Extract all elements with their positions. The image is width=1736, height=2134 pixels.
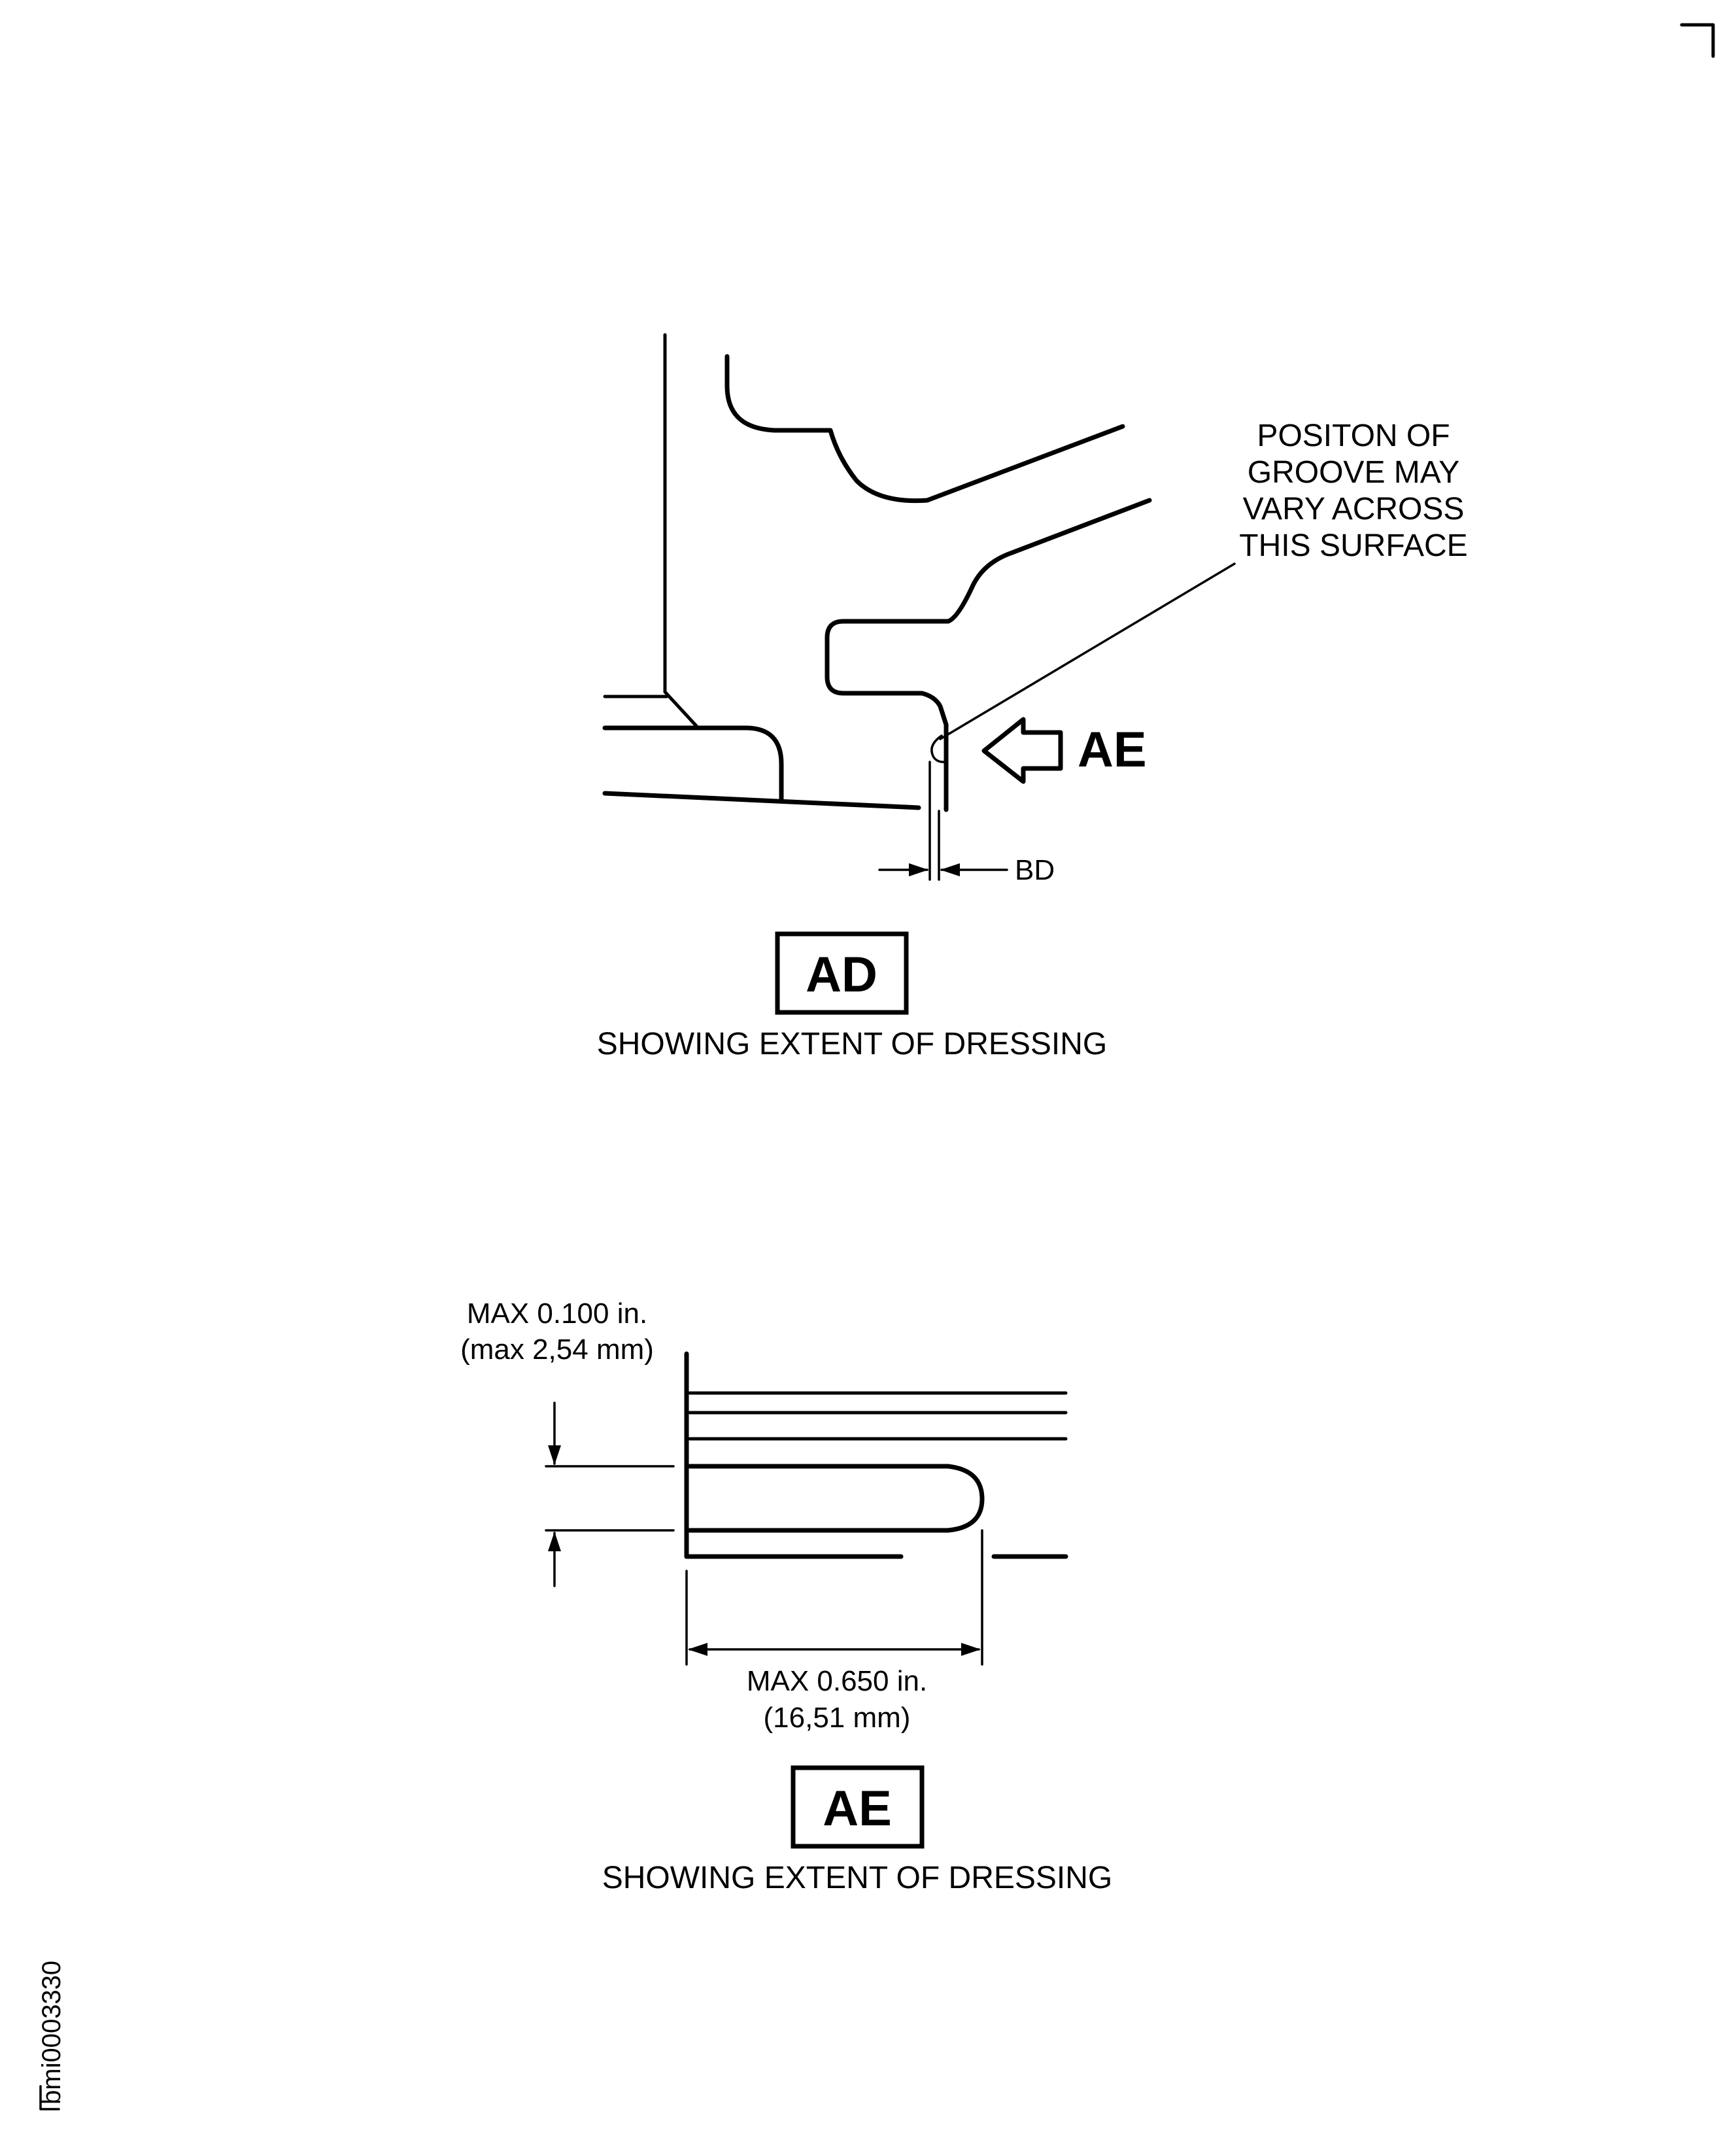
base-line: [602, 791, 921, 810]
length-arrowhead-left: [688, 1643, 707, 1656]
view-ae-id-box: [791, 1765, 925, 1849]
length-dimension-line-1: MAX 0.650 in.: [747, 1665, 927, 1697]
depth-dimension-line-2: (max 2,54 mm): [460, 1334, 654, 1366]
callout-line-3: VARY ACROSS: [1243, 492, 1465, 526]
length-arrowhead-right: [961, 1643, 981, 1656]
depth-arrowhead-bottom: [548, 1532, 561, 1551]
figure-id-bracket: [39, 2085, 60, 2110]
view-ad-id: AD: [806, 947, 877, 1003]
depth-dimension-line-1: MAX 0.100 in.: [467, 1298, 647, 1330]
view-ad-caption: SHOWING EXTENT OF DRESSING: [597, 1027, 1108, 1061]
groove-notch: [930, 734, 946, 763]
view-ae-drawing: [545, 1351, 1068, 1666]
lower-step-profile: [825, 498, 1152, 812]
callout-line-1: POSITON OF: [1257, 419, 1450, 453]
view-ad-id-box: [775, 931, 909, 1015]
view-ad-drawing: [602, 333, 1236, 881]
upper-land-profile: [724, 354, 1125, 504]
platform-profile: [602, 725, 784, 804]
callout-line-2: GROOVE MAY: [1248, 455, 1460, 490]
bd-arrowhead-right: [940, 863, 960, 876]
view-arrow-ae: [981, 717, 1063, 784]
view-arrow-ae-label: AE: [1078, 722, 1147, 778]
view-ae-caption: SHOWING EXTENT OF DRESSING: [602, 1861, 1113, 1895]
figure-id: bmi0003330: [37, 1961, 66, 2105]
part-vertical-edge: [663, 333, 698, 728]
length-dimension-line-2: (16,51 mm): [764, 1702, 911, 1734]
depth-arrowhead-top: [548, 1445, 561, 1465]
callout-leader-line: [939, 562, 1236, 740]
dressing-groove-outline: [687, 1464, 985, 1533]
bd-dimension-label: BD: [1015, 854, 1055, 886]
callout-line-4: THIS SURFACE: [1239, 528, 1467, 563]
bd-arrowhead-left: [909, 863, 928, 876]
crop-mark: [1680, 23, 1715, 58]
view-ae-id: AE: [823, 1781, 892, 1836]
